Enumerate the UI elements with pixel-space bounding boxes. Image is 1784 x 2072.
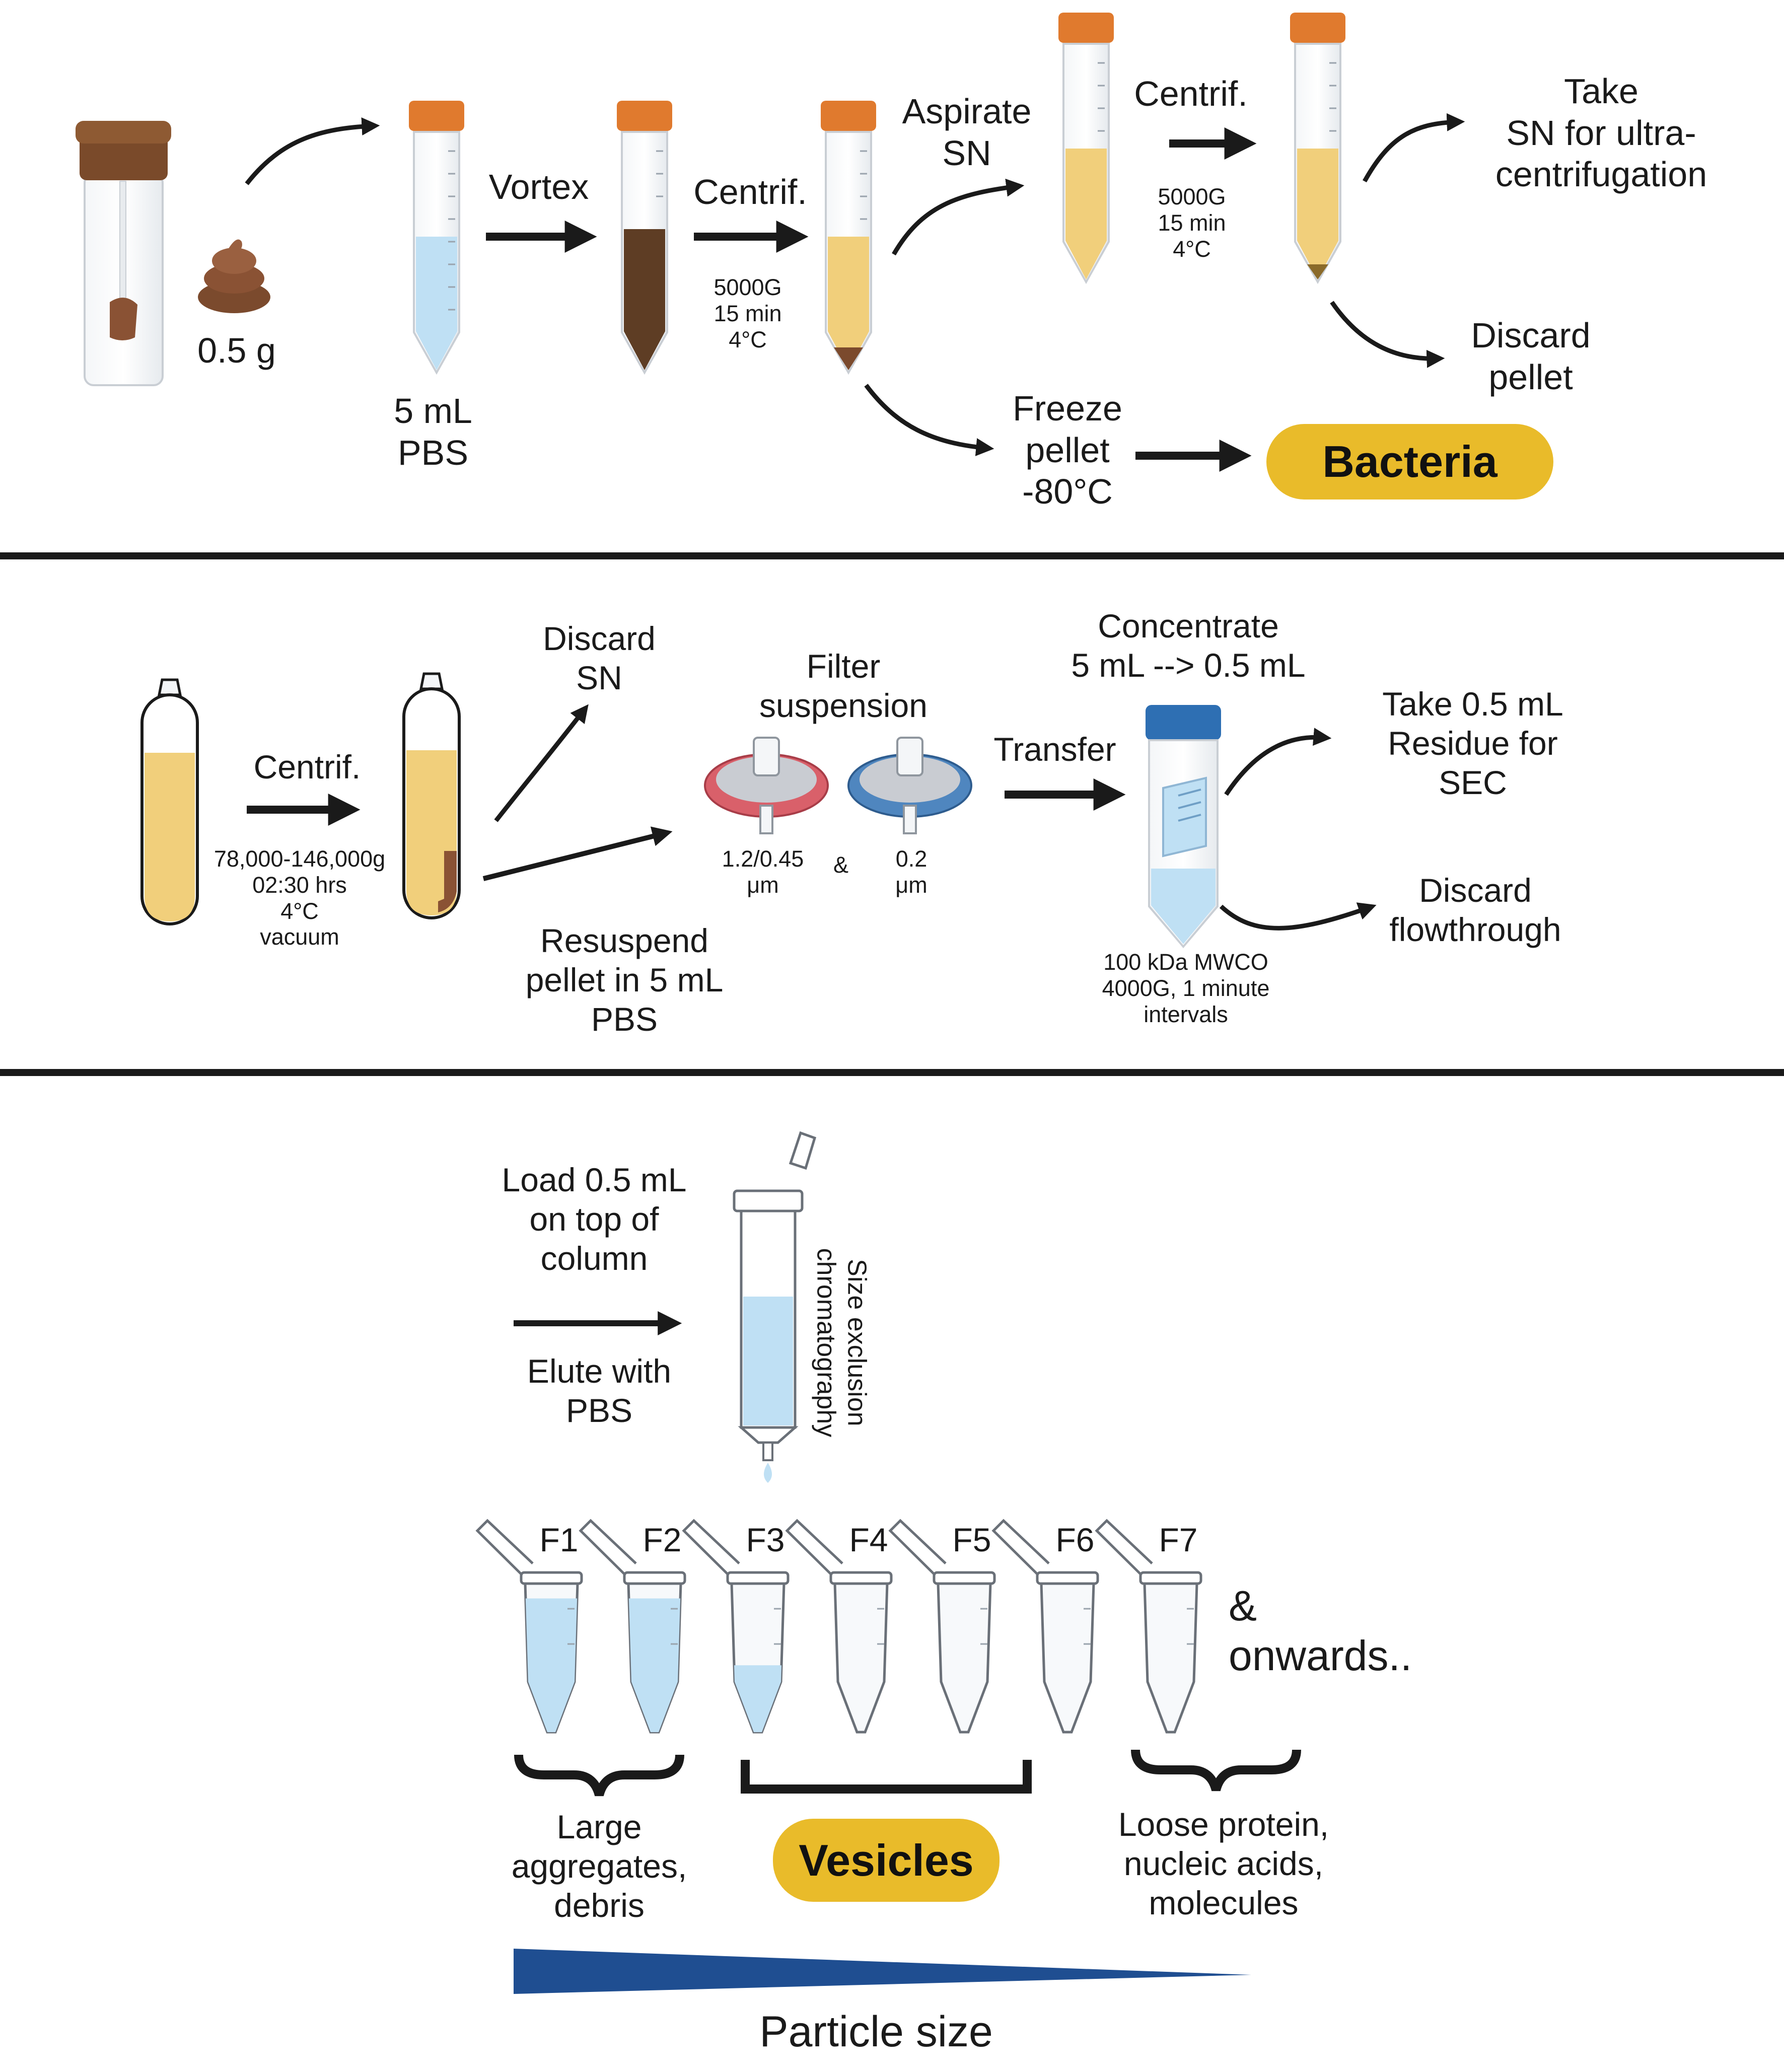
bacteria-badge: Bacteria [1266,424,1553,499]
fraction-label: F5 [952,1521,991,1558]
resuspend-label: Resuspend pellet in 5 mL PBS [525,922,724,1038]
concentrate-label: Concentrate 5 mL --> 0.5 mL [1071,607,1306,684]
fraction-label: F2 [643,1521,682,1558]
elute-label: Elute with PBS [527,1352,672,1429]
fraction-tube-3 [682,1519,790,1734]
section-divider [0,552,1784,559]
particle-size-label: Particle size [759,2008,993,2056]
large-aggregates-label: Large aggregates, debris [511,1808,687,1924]
section-divider [0,1069,1784,1076]
tube-pbs-icon [409,101,464,375]
step-aspirate-label: Aspirate SN [902,92,1032,173]
sec-column-icon [733,1131,817,1483]
fraction-label: F7 [1159,1521,1198,1558]
brace-large-aggregates [514,1754,684,1797]
step-centrif-2-label: Centrif. [1134,74,1248,113]
arrow-up [494,704,589,822]
centrifugal-concentrator-icon [1146,705,1221,949]
arrow-curve [1224,728,1332,796]
filter-suspension-label: Filter suspension [759,648,927,724]
syringe-filter-blue-icon [847,737,972,834]
discard-flowthrough-label: Discard flowthrough [1389,872,1561,948]
stool-sample-icon [198,239,270,313]
freeze-pellet-label: Freeze pellet -80°C [1013,389,1122,512]
brace-loose-protein [1131,1749,1301,1792]
filter-2-size-label: 0.2 μm [895,846,927,898]
fraction-tube-1 [475,1519,583,1734]
transfer-label: Transfer [993,731,1116,768]
discard-pellet-label: Discard pellet [1471,316,1591,397]
ultracentrif-label: Centrif. [253,748,361,785]
tube-supernatant-icon [1058,13,1114,284]
arrow-curve [892,178,1025,256]
arrow-curve [864,384,994,456]
load-column-label: Load 0.5 mL on top of column [502,1161,687,1277]
arrow-curve [1363,113,1465,183]
arrow-curve [1330,301,1445,368]
take-residue-label: Take 0.5 mL Residue for SEC [1382,685,1563,801]
fraction-label: F4 [849,1521,888,1558]
tube-vortexed-icon [617,101,672,375]
fraction-tube-7 [1095,1519,1202,1734]
tube-centrifuged-2-icon [1290,13,1345,284]
concentrator-spec-label: 100 kDa MWCO 4000G, 1 minute intervals [1102,949,1270,1027]
step-centrif-label: Centrif. [693,172,807,211]
fraction-tube-4 [785,1519,893,1734]
loose-protein-label: Loose protein, nucleic acids, molecules [1118,1806,1329,1921]
fraction-tube-5 [888,1519,996,1734]
filter-ampersand-label: & [833,852,848,878]
take-sn-label: Take SN for ultra- centrifugation [1495,72,1707,194]
arrow-curve [1219,902,1377,931]
step-vortex-label: Vortex [488,167,589,206]
vesicles-badge: Vesicles [773,1819,1000,1902]
fraction-label: F3 [746,1521,785,1558]
syringe-filter-red-icon [704,737,829,834]
particle-size-wedge [514,1949,1251,1994]
fraction-tube-6 [991,1519,1099,1734]
ultracentrifuge-tube-pelleted-icon [402,672,461,919]
arrow-right [482,826,673,881]
bracket-vesicles [741,1760,1032,1794]
centrif-2-conditions-label: 5000G 15 min 4°C [1158,184,1226,262]
onwards-label: & onwards.. [1229,1582,1412,1680]
arrow-curve [245,117,380,185]
discard-sn-label: Discard SN [543,620,656,696]
fraction-tubes [475,1519,1202,1734]
pbs-volume-label: 5 mL PBS [394,391,472,472]
filter-1-size-label: 1.2/0.45 μm [722,846,804,898]
sample-mass-label: 0.5 g [197,331,276,370]
centrif-conditions-label: 5000G 15 min 4°C [713,274,782,352]
fraction-label: F6 [1055,1521,1095,1558]
tube-centrifuged-icon [821,101,876,375]
fraction-tube-2 [579,1519,686,1734]
stool-collection-jar-icon [76,121,171,386]
fraction-label: F1 [539,1521,579,1558]
sec-label: Size exclusion chromatography [811,1248,872,1438]
ultracentrifuge-tube-icon [140,678,199,925]
ultracentrif-conditions-label: 78,000-146,000g 02:30 hrs 4°C vacuum [213,846,386,950]
